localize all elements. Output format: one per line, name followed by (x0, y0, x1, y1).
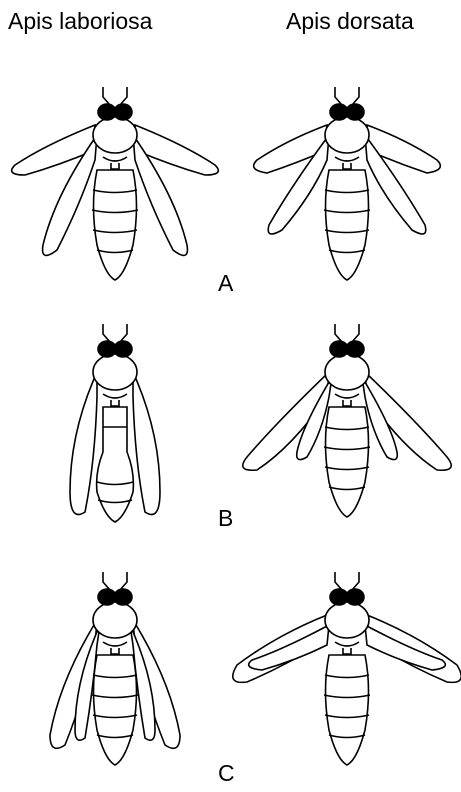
bee-a-left (12, 87, 219, 280)
bee-c-left (50, 572, 180, 765)
bee-b-right (243, 324, 451, 517)
bee-c-right (233, 572, 461, 765)
bee-a-right (254, 87, 441, 280)
bee-b-left (70, 324, 160, 522)
